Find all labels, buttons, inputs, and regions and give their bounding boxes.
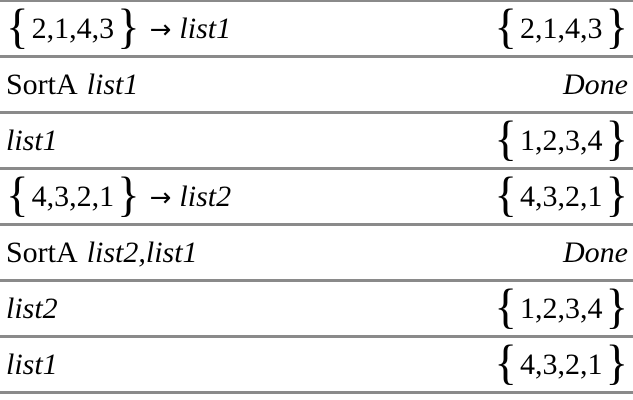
close-brace-icon: } (605, 279, 628, 335)
history-row: list1 {4,3,2,1} (0, 338, 633, 394)
list-values: 4,3,2,1 (519, 179, 603, 213)
variable-name: list1 (6, 347, 58, 381)
close-brace-icon: } (605, 335, 628, 391)
history-row: list2 {1,2,3,4} (0, 282, 633, 338)
entry-result[interactable]: {1,2,3,4} (494, 111, 628, 167)
variable-name: list1 (6, 123, 58, 157)
open-brace-icon: { (6, 167, 29, 223)
open-brace-icon: { (494, 335, 517, 391)
close-brace-icon: } (605, 167, 628, 223)
close-brace-icon: } (605, 111, 628, 167)
variable-name: list2 (6, 291, 58, 325)
history-row: {4,3,2,1} →list2 {4,3,2,1} (0, 170, 633, 226)
result-word: Done (563, 235, 628, 269)
entry-result[interactable]: {4,3,2,1} (494, 167, 628, 223)
entry-result[interactable]: {2,1,4,3} (494, 0, 628, 55)
history-row: list1 {1,2,3,4} (0, 114, 633, 170)
entry-expression[interactable]: {2,1,4,3} →list1 (6, 0, 232, 55)
entry-expression[interactable]: {4,3,2,1} →list2 (6, 167, 232, 223)
list-values: 1,2,3,4 (519, 291, 603, 325)
entry-result[interactable]: Done (563, 235, 628, 269)
list-values: 4,3,2,1 (519, 347, 603, 381)
entry-expression[interactable]: list1 (6, 123, 58, 157)
entry-expression[interactable]: list2 (6, 291, 58, 325)
list-values: 1,2,3,4 (519, 123, 603, 157)
variable-name: list1 (86, 67, 139, 101)
close-brace-icon: } (117, 167, 140, 223)
result-word: Done (563, 67, 628, 101)
close-brace-icon: } (117, 0, 140, 55)
command-name: SortA (6, 235, 78, 269)
variable-name: list1 (179, 11, 232, 45)
history-row: {2,1,4,3} →list1 {2,1,4,3} (0, 2, 633, 58)
open-brace-icon: { (494, 279, 517, 335)
store-arrow-icon: → (149, 14, 172, 45)
command-name: SortA (6, 67, 78, 101)
open-brace-icon: { (494, 0, 517, 55)
close-brace-icon: } (605, 0, 628, 55)
list-values: 2,1,4,3 (31, 11, 115, 45)
entry-result[interactable]: Done (563, 67, 628, 101)
list-values: 2,1,4,3 (519, 11, 603, 45)
entry-expression[interactable]: list1 (6, 347, 58, 381)
variable-name: list2,list1 (86, 235, 198, 269)
entry-result[interactable]: {4,3,2,1} (494, 335, 628, 391)
store-arrow-icon: → (149, 182, 172, 213)
list-values: 4,3,2,1 (31, 179, 115, 213)
open-brace-icon: { (494, 167, 517, 223)
open-brace-icon: { (494, 111, 517, 167)
entry-result[interactable]: {1,2,3,4} (494, 279, 628, 335)
variable-name: list2 (179, 179, 232, 213)
open-brace-icon: { (6, 0, 29, 55)
